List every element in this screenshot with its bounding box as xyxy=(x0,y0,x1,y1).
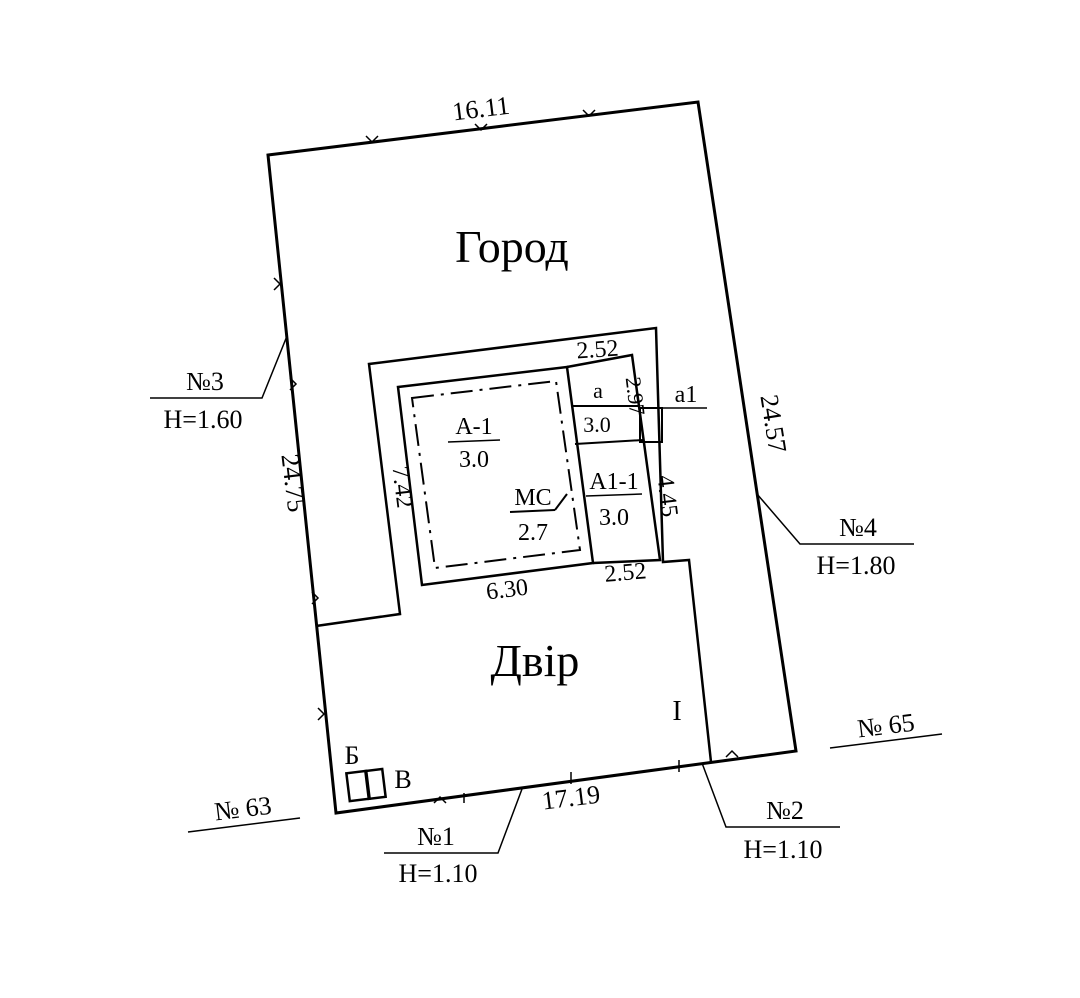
leader-p2 xyxy=(701,762,840,828)
edge-right-dim: 24.57 xyxy=(754,393,792,455)
room-a1-rule xyxy=(447,439,501,443)
point-1-height: Н=1.10 xyxy=(399,859,478,888)
structure-v-label: В xyxy=(394,765,411,794)
room-ms-name: МС xyxy=(514,485,551,511)
room-a-name: а xyxy=(593,378,603,403)
house-dim-bottom-right: 2.52 xyxy=(603,558,647,588)
point-2-name: №2 xyxy=(766,796,804,825)
boundary-ticks xyxy=(273,109,739,804)
edge-top-dim: 16.11 xyxy=(451,91,512,127)
room-a1-name: А-1 xyxy=(455,414,492,440)
point-4-name: №4 xyxy=(839,513,877,542)
zone-garden-label: Город xyxy=(455,221,569,272)
room-a1-height: 3.0 xyxy=(459,447,489,473)
point-1-name: №1 xyxy=(417,822,455,851)
house-dim-left: 7.42 xyxy=(386,465,417,510)
leader-p3 xyxy=(150,335,288,399)
point-3-name: №3 xyxy=(186,367,224,396)
porch-label: а1 xyxy=(675,382,698,408)
porch-a1 xyxy=(639,407,663,443)
edge-left-dim: 24.75 xyxy=(275,452,311,514)
house-dim-right: 4.45 xyxy=(651,474,682,519)
neighbor-63-line xyxy=(187,817,301,833)
house-dim-side: 2.97 xyxy=(621,375,651,416)
point-2-height: Н=1.10 xyxy=(744,835,823,864)
house-extension-outline xyxy=(566,353,662,565)
edge-bottom-dim: 17.19 xyxy=(540,780,602,816)
room-a11-height: 3.0 xyxy=(599,505,629,531)
house-dim-bottom-left: 6.30 xyxy=(485,575,530,606)
leader-p1 xyxy=(384,788,523,854)
room-a11-rule xyxy=(585,493,643,497)
ms-leader-tick xyxy=(554,493,568,511)
room-a-height: 3.0 xyxy=(583,412,611,437)
house-dim-top: 2.52 xyxy=(576,336,620,365)
room-a11-name: А1-1 xyxy=(589,469,638,495)
leader-p4 xyxy=(756,493,914,545)
plot-boundary xyxy=(266,100,798,815)
zone-yard-label: Двір xyxy=(491,635,580,686)
room-ms-height: 2.7 xyxy=(518,520,548,546)
room-boundary-dashdot xyxy=(410,379,582,570)
neighbor-65-label: № 65 xyxy=(856,708,916,744)
structure-v xyxy=(363,767,388,801)
ms-leader xyxy=(509,509,556,513)
neighbor-65-line xyxy=(829,733,943,749)
point-4-height: Н=1.80 xyxy=(817,551,896,580)
partition-line-lower xyxy=(574,439,644,445)
structure-b-label: Б xyxy=(345,741,360,770)
yard-fence xyxy=(315,326,713,763)
neighbor-63-label: № 63 xyxy=(213,791,273,827)
point-3-height: Н=1.60 xyxy=(164,405,243,434)
roman-marker: I xyxy=(672,696,681,727)
